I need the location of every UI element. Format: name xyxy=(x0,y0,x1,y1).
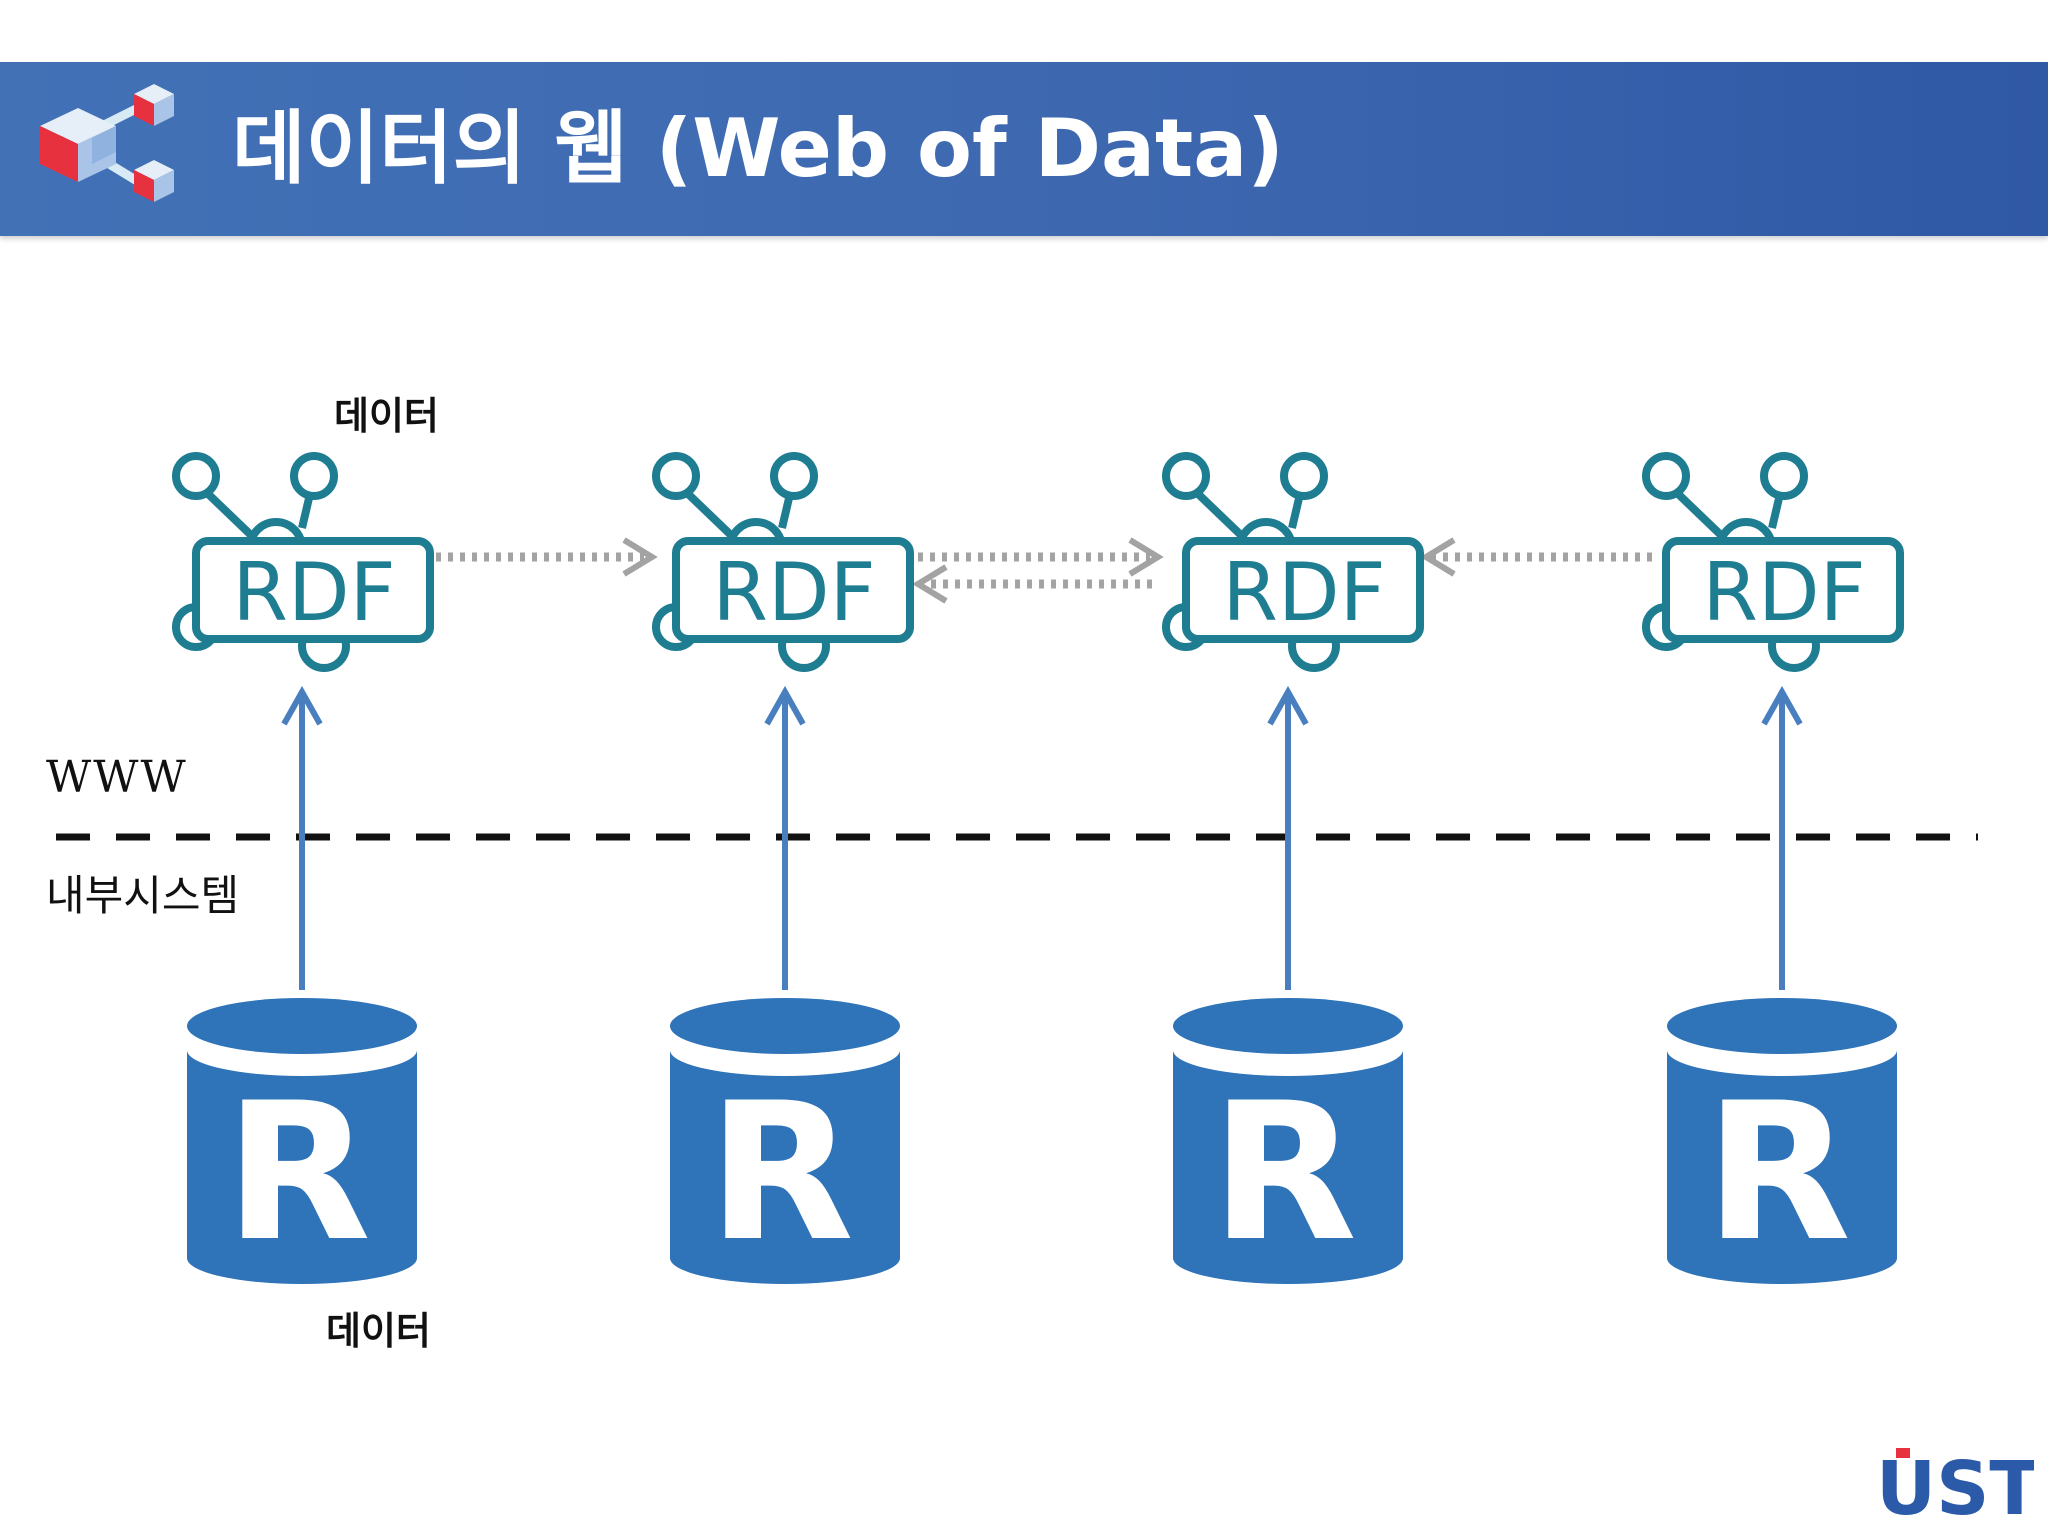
rdf-node-label: RDF xyxy=(1222,546,1385,639)
arrowhead-right-2 xyxy=(622,537,658,577)
database-icon xyxy=(187,1050,417,1284)
arrowhead-left-2 xyxy=(912,564,948,604)
arrowhead-right-3 xyxy=(1128,537,1164,577)
rdf-node-label: RDF xyxy=(712,546,875,639)
rdf-node-label: RDF xyxy=(1702,546,1865,639)
database-icon xyxy=(1667,1050,1897,1284)
label-data-top: 데이터 xyxy=(334,394,439,438)
rdf-node-4: RDF xyxy=(1642,452,1904,672)
database-letter: R xyxy=(708,1062,854,1283)
label-www: WWW xyxy=(46,752,188,803)
logo-text: UST xyxy=(1876,1446,2034,1524)
label-data-bottom: 데이터 xyxy=(326,1309,431,1353)
database-icon xyxy=(1173,1050,1403,1284)
ust-logo: UST xyxy=(1876,1446,2034,1524)
database-1: R xyxy=(187,998,417,1284)
database-letter: R xyxy=(1705,1062,1851,1283)
label-internal-system: 내부시스템 xyxy=(46,871,240,920)
rdf-node-1: RDF xyxy=(172,452,434,672)
arrowhead-left-3 xyxy=(1420,537,1456,577)
rdf-links xyxy=(436,552,1652,589)
database-3: R xyxy=(1173,998,1403,1284)
publish-arrows xyxy=(281,685,1803,990)
page-title: 데이터의 웹 (Web of Data) xyxy=(232,102,1284,195)
title-bar xyxy=(0,62,2048,236)
database-letter: R xyxy=(1211,1062,1357,1283)
rdf-node-3: RDF xyxy=(1162,452,1424,672)
database-icon xyxy=(670,1050,900,1284)
database-2: R xyxy=(670,998,900,1284)
database-4: R xyxy=(1667,998,1897,1284)
database-letter: R xyxy=(225,1062,371,1283)
connected-cubes-icon xyxy=(40,84,174,202)
rdf-node-2: RDF xyxy=(652,452,914,672)
rdf-node-label: RDF xyxy=(232,546,395,639)
rdf-link-heads xyxy=(622,537,1456,604)
